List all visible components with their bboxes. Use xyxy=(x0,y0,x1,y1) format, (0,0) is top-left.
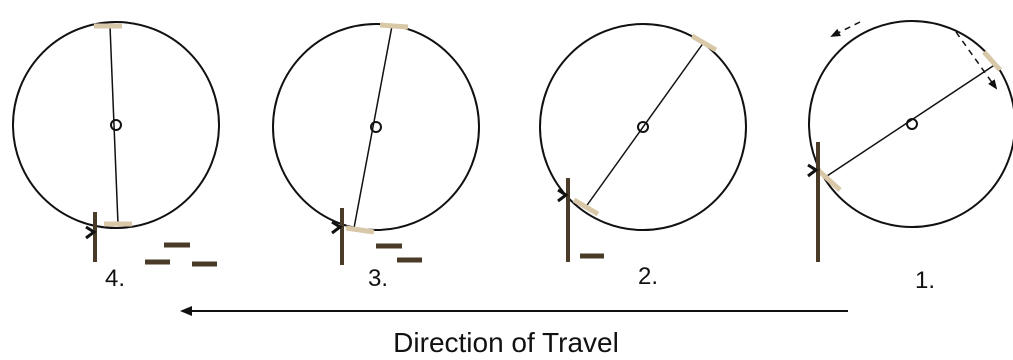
post-hook-icon xyxy=(85,225,97,240)
hub-icon xyxy=(110,119,122,131)
step-4: 4. xyxy=(12,21,220,292)
direction-caption: Direction of Travel xyxy=(393,327,619,358)
step-label: 1. xyxy=(915,267,935,294)
rod-pad-bottom xyxy=(572,197,600,217)
post-hook-icon xyxy=(331,220,343,235)
rotation-arrow-icon xyxy=(830,21,861,37)
rotation-arrow-icon xyxy=(955,31,998,90)
wheel xyxy=(539,23,747,231)
rod-pad-top xyxy=(982,50,1002,72)
rod-pad-bottom xyxy=(816,168,842,192)
wheel xyxy=(12,21,220,229)
rod xyxy=(353,25,393,229)
post-hook-icon xyxy=(557,188,569,203)
rod-pad-top xyxy=(379,22,409,30)
step-label: 3. xyxy=(368,265,388,292)
rod xyxy=(826,63,997,177)
step-label: 2. xyxy=(638,263,658,290)
step-label: 4. xyxy=(105,265,125,292)
rod-pad-bottom xyxy=(345,225,375,235)
rod-pad-top xyxy=(690,33,718,53)
rod xyxy=(109,25,119,225)
wheel xyxy=(272,23,480,231)
step-2: 2. xyxy=(539,23,747,290)
post-hook-icon xyxy=(807,163,819,178)
wheel xyxy=(808,20,1013,228)
step-1: 1. xyxy=(807,20,1013,294)
step-3: 3. xyxy=(272,22,480,292)
rod xyxy=(584,41,705,209)
